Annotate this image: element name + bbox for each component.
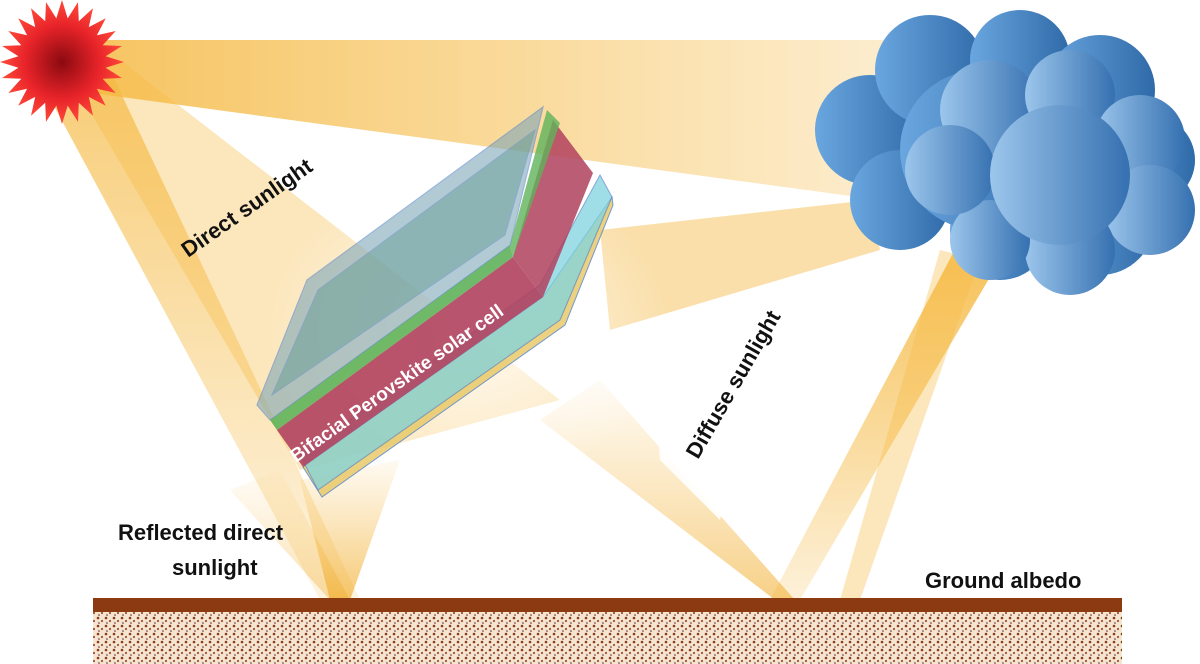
sun-icon xyxy=(0,0,124,124)
beam-cloud-to-ground-1 xyxy=(770,240,1000,600)
cell-glass-top xyxy=(256,105,544,421)
cell-perovskite-side xyxy=(513,120,593,297)
beam-cloud-to-ground-2 xyxy=(840,250,980,600)
label-reflected-line2: sunlight xyxy=(172,555,258,580)
cell-perovskite-front xyxy=(277,257,543,467)
ground-surface xyxy=(93,598,1122,612)
beam-sun-to-ground xyxy=(40,70,360,600)
beam-sun-to-cloud xyxy=(70,40,900,200)
beam-cloud-to-cell xyxy=(600,200,880,330)
cloud-icon xyxy=(815,10,1195,295)
beam-reflected-3 xyxy=(230,470,350,600)
cell-glass-inner xyxy=(270,128,536,397)
label-ground-albedo: Ground albedo xyxy=(925,568,1081,593)
ground-soil xyxy=(93,612,1122,664)
cell-green-side xyxy=(510,110,560,257)
label-reflected-line1: Reflected direct xyxy=(118,520,284,545)
cell-green-layer xyxy=(270,245,513,430)
bifacial-perovskite-solar-cell: Bifacial Perovskite solar cell xyxy=(256,105,614,498)
